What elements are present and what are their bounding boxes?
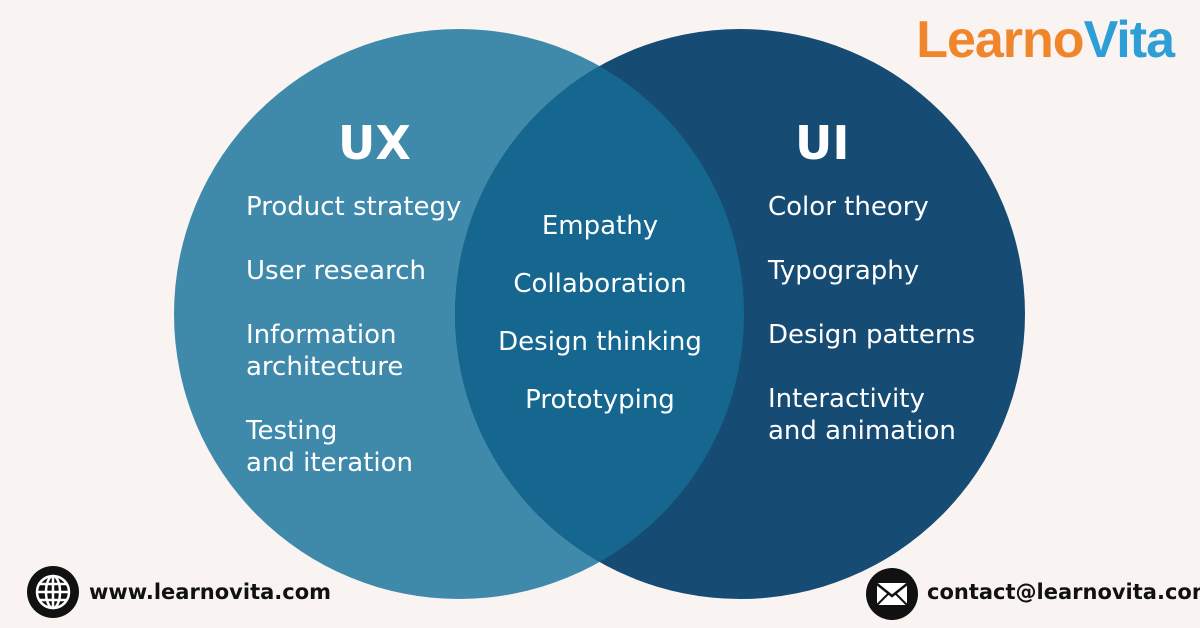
ux-item-testing-iteration: Testing and iteration xyxy=(246,416,414,478)
ux-heading: UX xyxy=(338,116,411,170)
email-link[interactable]: contact@learnovita.com xyxy=(927,580,1200,604)
website-link[interactable]: www.learnovita.com xyxy=(89,580,332,604)
ux-item-user-research: User research xyxy=(246,256,427,286)
ui-item-typography: Typography xyxy=(768,256,920,286)
envelope-icon xyxy=(866,568,918,620)
globe-icon xyxy=(27,566,79,618)
shared-item-prototyping: Prototyping xyxy=(525,385,675,415)
shared-item-empathy: Empathy xyxy=(541,211,659,241)
ui-item-interactivity-animation: Interactivity and animation xyxy=(768,384,956,446)
ux-item-product-strategy: Product strategy xyxy=(246,192,462,222)
shared-item-collaboration: Collaboration xyxy=(513,269,687,299)
ui-item-design-patterns: Design patterns xyxy=(768,320,976,350)
learnovita-logo: LearnoVita xyxy=(916,11,1175,69)
overlap-region xyxy=(455,29,744,599)
ux-item-information-architecture: Information architecture xyxy=(246,320,404,382)
ui-heading: UI xyxy=(795,116,850,170)
ui-item-color-theory: Color theory xyxy=(768,192,929,222)
shared-item-design-thinking: Design thinking xyxy=(498,327,702,357)
